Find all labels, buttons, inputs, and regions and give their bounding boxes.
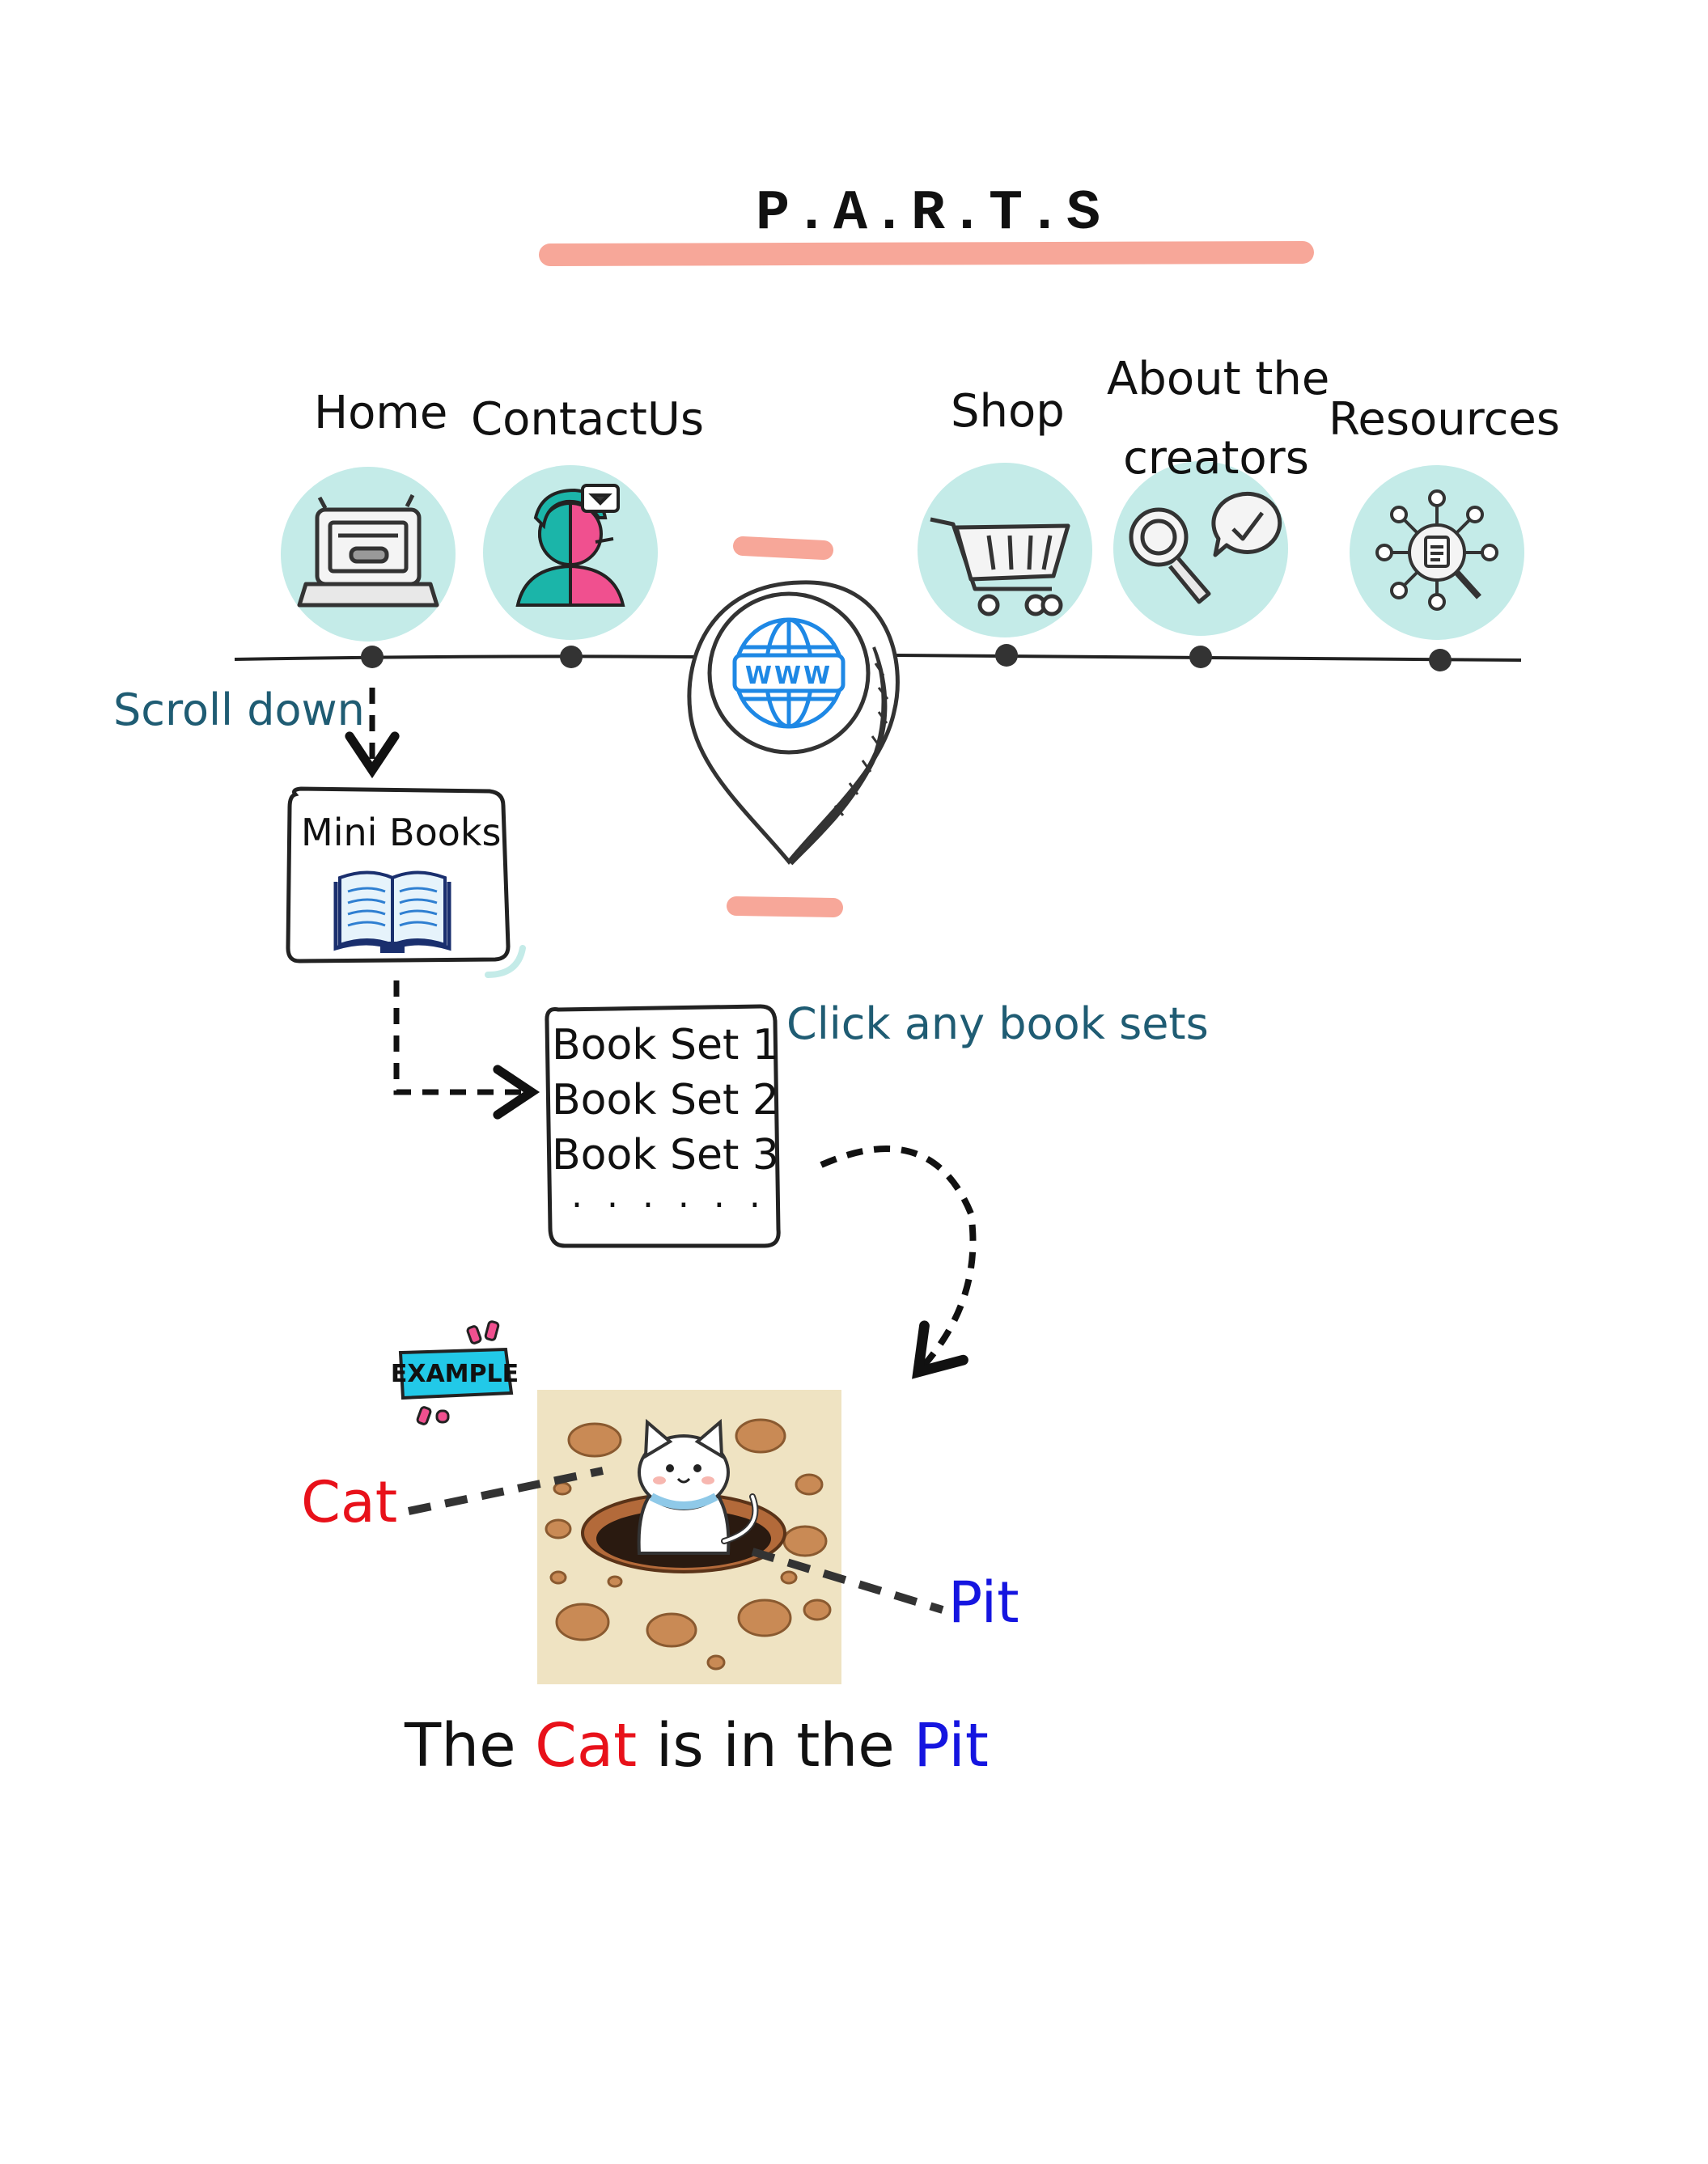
nav-item-home[interactable] — [281, 467, 456, 642]
book-set-item-3[interactable]: Book Set 3 — [552, 1131, 779, 1179]
sentence-highlight-cat: Cat — [535, 1711, 638, 1781]
www-location-pin-icon: WWW — [687, 580, 900, 866]
to-example-arrow — [820, 1146, 977, 1379]
nav-label-about[interactable]: About the creators — [1107, 340, 1329, 498]
timeline-dot-shop — [995, 644, 1018, 667]
pin-accent-top — [733, 536, 833, 560]
book-set-more: . . . . . . — [571, 1175, 767, 1216]
page-title: P.A.R.T.S — [755, 182, 1106, 246]
example-sentence: The Cat is in the Pit — [405, 1711, 989, 1781]
nav-label-about-line2: creators — [1123, 432, 1309, 485]
example-badge: EXAMPLE — [391, 1320, 519, 1425]
pit-pointer-line — [751, 1548, 944, 1614]
timeline-dot-home — [361, 646, 384, 668]
shopping-cart-icon — [930, 517, 1070, 616]
pin-accent-bottom — [727, 896, 843, 917]
scroll-down-note: Scroll down — [113, 684, 365, 735]
nav-label-resources[interactable]: Resources — [1329, 393, 1560, 446]
pit-label: Pit — [948, 1569, 1019, 1636]
laptop-icon — [297, 493, 439, 608]
nav-label-shop[interactable]: Shop — [951, 385, 1065, 438]
nav-item-about[interactable] — [1113, 461, 1288, 636]
timeline-line — [234, 653, 1522, 662]
sentence-part-2: is in the — [637, 1711, 914, 1781]
svg-text:WWW: WWW — [745, 662, 833, 690]
to-book-sets-arrow — [393, 980, 540, 1120]
mini-books-label: Mini Books — [301, 811, 502, 854]
nav-item-shop[interactable] — [918, 463, 1092, 637]
cat-pointer-line — [407, 1467, 604, 1515]
document-network-icon — [1375, 489, 1498, 611]
book-sets-card[interactable] — [545, 1004, 781, 1248]
nav-item-contact[interactable] — [483, 465, 658, 640]
nav-label-about-line1: About the — [1107, 353, 1330, 405]
example-badge-text: EXAMPLE — [391, 1360, 519, 1388]
nav-item-resources[interactable] — [1350, 465, 1524, 640]
support-agent-icon — [515, 484, 625, 607]
cat-label: Cat — [301, 1469, 398, 1535]
magnifier-check-icon — [1129, 491, 1282, 604]
nav-label-home[interactable]: Home — [314, 387, 448, 439]
open-book-icon — [333, 870, 451, 953]
cat-in-pit-illustration — [537, 1390, 841, 1684]
timeline-dot-contact — [560, 646, 583, 668]
sentence-highlight-pit: Pit — [913, 1711, 989, 1781]
book-set-item-1[interactable]: Book Set 1 — [552, 1021, 779, 1069]
click-book-sets-note: Click any book sets — [786, 998, 1209, 1049]
timeline-dot-resources — [1429, 649, 1452, 671]
title-underline — [539, 241, 1314, 266]
nav-label-contact[interactable]: ContactUs — [471, 393, 705, 446]
book-set-item-2[interactable]: Book Set 2 — [552, 1076, 779, 1124]
timeline-dot-about — [1189, 646, 1212, 668]
sentence-part-1: The — [405, 1711, 536, 1781]
